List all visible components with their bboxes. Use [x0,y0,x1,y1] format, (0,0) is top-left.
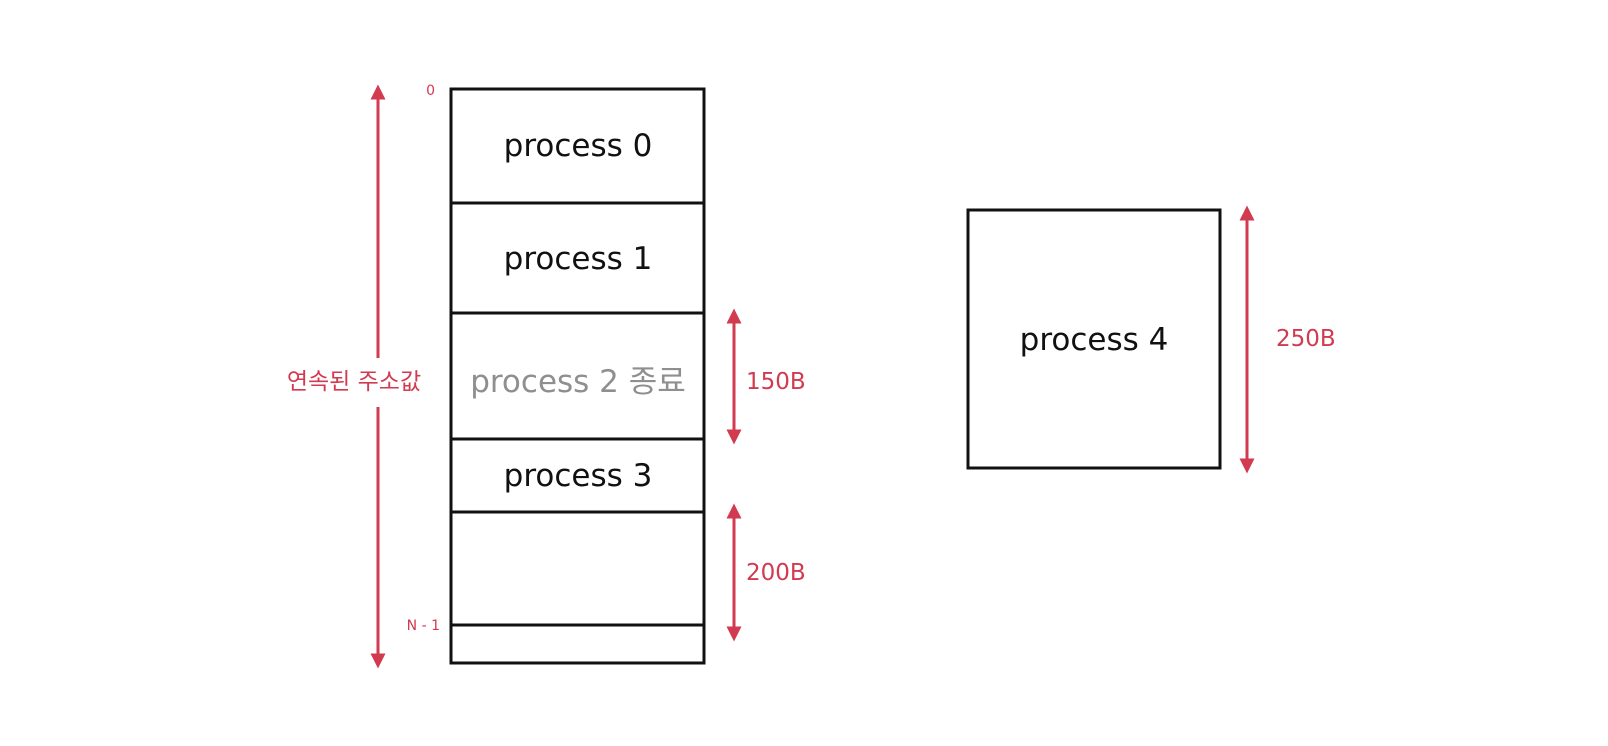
process-2-terminated-label: process 2 종료 [470,364,686,400]
free-size-200-dimension: 200B [726,503,806,642]
process-0-label: process 0 [504,128,653,164]
free-size-200-label: 200B [746,560,806,586]
process-4-box [966,208,1222,470]
memory-outer-frame [449,87,706,665]
address-start-label: 0 [426,83,435,99]
memory-column: process 0 process 1 process 2 종료 process… [449,87,706,665]
free-size-150-dimension: 150B [726,308,806,445]
contiguous-address-label: 연속된 주소값 [287,369,421,395]
process-4-size-dimension: 250B [1239,205,1336,474]
process-3-label: process 3 [504,458,653,494]
process-4-size-label: 250B [1276,326,1336,352]
process-4-label: process 4 [1020,322,1169,358]
incoming-process-block: process 4 [966,208,1222,470]
free-size-150-label: 150B [746,369,806,395]
process-1-label: process 1 [504,241,653,277]
contiguous-address-arrow: 연속된 주소값 [287,84,421,669]
address-end-label: N - 1 [407,618,440,634]
